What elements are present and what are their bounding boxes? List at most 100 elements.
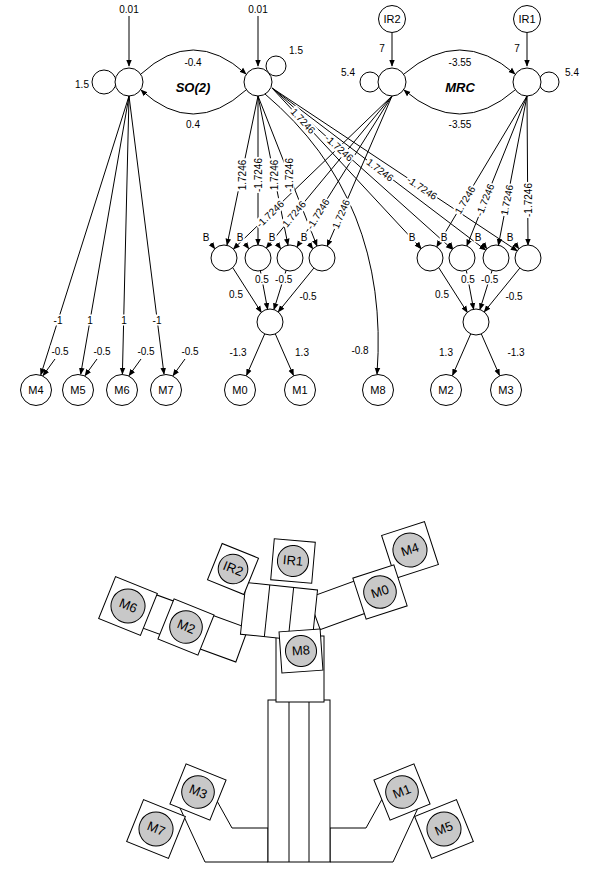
bias-arrow bbox=[449, 244, 453, 249]
weight-label: 0.5 bbox=[460, 274, 476, 285]
module-label: IR1 bbox=[282, 553, 303, 569]
neuron-label: M7 bbox=[158, 384, 173, 396]
module-disc bbox=[359, 571, 400, 612]
bias-arrow bbox=[173, 359, 185, 376]
synapse-line bbox=[129, 96, 164, 374]
synapse-line bbox=[467, 96, 527, 246]
neuron bbox=[277, 245, 303, 271]
neuron-node: M8 bbox=[362, 374, 394, 406]
weight-label: 1.7246 bbox=[499, 183, 516, 217]
module-square bbox=[279, 629, 323, 673]
module-disc bbox=[284, 634, 317, 667]
weight-label: -0.5 bbox=[298, 291, 317, 302]
neuron-label: M0 bbox=[232, 384, 247, 396]
neuron-node: M7 bbox=[150, 374, 182, 406]
weight-label: 1 bbox=[120, 315, 128, 326]
weight-label: 1.7246 bbox=[268, 159, 279, 192]
weight-label: -0.5 bbox=[274, 274, 293, 285]
neuron-label: M3 bbox=[498, 384, 513, 396]
synapse-line bbox=[122, 96, 129, 374]
weight-label: 1.7246 bbox=[287, 105, 317, 136]
weight-label: -1.7246 bbox=[473, 181, 497, 218]
neuron bbox=[449, 245, 475, 271]
bias-input-label: B bbox=[474, 232, 483, 243]
bias-arrow bbox=[129, 359, 141, 376]
weight-label: -0.5 bbox=[504, 291, 523, 302]
motor-module: M2 bbox=[157, 598, 214, 655]
weight-label: -0.8 bbox=[350, 345, 369, 356]
synapse-line bbox=[498, 96, 527, 245]
torso-seam bbox=[309, 700, 310, 862]
input-arrow bbox=[258, 16, 259, 66]
robot-torso bbox=[268, 700, 330, 862]
neuron-label: M6 bbox=[114, 384, 129, 396]
weight-label: 7 bbox=[513, 43, 521, 54]
neuron bbox=[378, 68, 406, 96]
synapse-line bbox=[527, 96, 528, 245]
neuron-node: M1 bbox=[284, 374, 316, 406]
synapse-line bbox=[233, 96, 392, 249]
module-square bbox=[158, 599, 214, 655]
bias-arrow bbox=[417, 244, 421, 249]
neuron bbox=[483, 245, 509, 271]
weight-label: 1.5 bbox=[74, 79, 90, 90]
weight-label: 1.7246 bbox=[236, 159, 247, 192]
weight-label: -1.3 bbox=[228, 347, 247, 358]
bias-arrow bbox=[277, 244, 281, 249]
module-square bbox=[99, 577, 158, 636]
weight-label: 0.01 bbox=[247, 4, 268, 15]
neuron-node: M3 bbox=[490, 374, 522, 406]
neuron-node: M0 bbox=[224, 374, 256, 406]
neuron bbox=[463, 309, 489, 335]
module-disc bbox=[276, 544, 310, 578]
neuron-node: IR1 bbox=[513, 5, 541, 33]
bias-input-label: B bbox=[300, 232, 309, 243]
self-loop bbox=[92, 70, 116, 94]
weight-label: -0.5 bbox=[136, 346, 155, 357]
bias-arrow bbox=[43, 359, 55, 376]
synapse-line bbox=[481, 334, 499, 376]
neuron-label: M4 bbox=[28, 384, 43, 396]
module-square bbox=[353, 565, 407, 619]
bias-arrow bbox=[483, 244, 487, 249]
weight-label: -1.7246 bbox=[322, 132, 356, 164]
weight-label: 0.5 bbox=[254, 274, 270, 285]
input-arrow bbox=[527, 33, 528, 66]
torso-seam bbox=[289, 700, 290, 862]
module-square bbox=[170, 764, 226, 820]
weight-label: -0.5 bbox=[50, 346, 69, 357]
weight-label: 1.3 bbox=[294, 347, 310, 358]
bias-input-label: B bbox=[236, 232, 245, 243]
weight-label: -0.4 bbox=[183, 57, 202, 68]
bias-arrow bbox=[85, 359, 97, 376]
weight-label: -1.7246 bbox=[303, 196, 331, 232]
weight-label: 5.4 bbox=[564, 67, 580, 78]
neuron-label: M1 bbox=[292, 384, 307, 396]
module-square bbox=[415, 800, 474, 859]
self-loop bbox=[360, 72, 380, 92]
synapse-line bbox=[41, 96, 129, 375]
weight-label: 1 bbox=[86, 315, 94, 326]
input-arrow bbox=[392, 33, 393, 66]
synapse-line bbox=[437, 96, 527, 247]
neuron-node: M2 bbox=[430, 374, 462, 406]
synapse-line bbox=[275, 334, 293, 376]
neuron-label: M8 bbox=[370, 384, 385, 396]
module-disc bbox=[177, 771, 219, 813]
synapse-line bbox=[81, 96, 129, 374]
module-disc bbox=[381, 771, 423, 813]
weight-label: -1.7246 bbox=[522, 182, 533, 218]
weight-label: 1.7246 bbox=[330, 197, 353, 231]
bias-input-label: B bbox=[408, 232, 417, 243]
robot-arm bbox=[142, 594, 248, 662]
neuron bbox=[115, 68, 143, 96]
recurrent-arc bbox=[404, 50, 515, 74]
weight-label: -1.7246 bbox=[253, 157, 264, 193]
bias-input-label: B bbox=[440, 232, 449, 243]
synapse-line bbox=[247, 334, 265, 376]
weight-label: -3.55 bbox=[448, 57, 473, 68]
module-square bbox=[207, 543, 258, 594]
motor-module: M3 bbox=[169, 763, 226, 820]
motor-module: M6 bbox=[98, 576, 158, 636]
